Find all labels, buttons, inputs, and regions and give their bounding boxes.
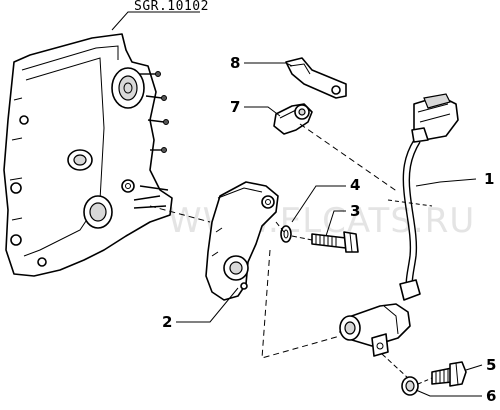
part-4-washer: [280, 225, 292, 243]
callout-4: 4: [350, 176, 360, 194]
leader-lines: [176, 62, 483, 397]
timing-cover: [3, 33, 173, 277]
callout-3: 3: [350, 202, 360, 220]
reference-code: SGR.10102: [134, 0, 209, 14]
part-1-sensor-cable: [339, 93, 459, 357]
part-3-bolt: [311, 231, 359, 253]
part-8-clip: [285, 57, 347, 99]
callout-2: 2: [162, 313, 172, 331]
callout-numbers: 1 2 3 4 5 6 7 8: [162, 54, 496, 405]
part-5-screw: [431, 361, 467, 387]
callout-6: 6: [486, 387, 496, 405]
callout-1: 1: [484, 170, 494, 188]
assembly-lines: [149, 123, 433, 385]
callout-5: 5: [486, 356, 496, 374]
part-7-clamp: [273, 103, 313, 135]
callout-7: 7: [230, 98, 240, 116]
part-2-bracket: [205, 181, 279, 301]
reference-label: SGR.10102: [111, 0, 209, 31]
callout-8: 8: [230, 54, 240, 72]
part-6-washer: [401, 376, 419, 396]
